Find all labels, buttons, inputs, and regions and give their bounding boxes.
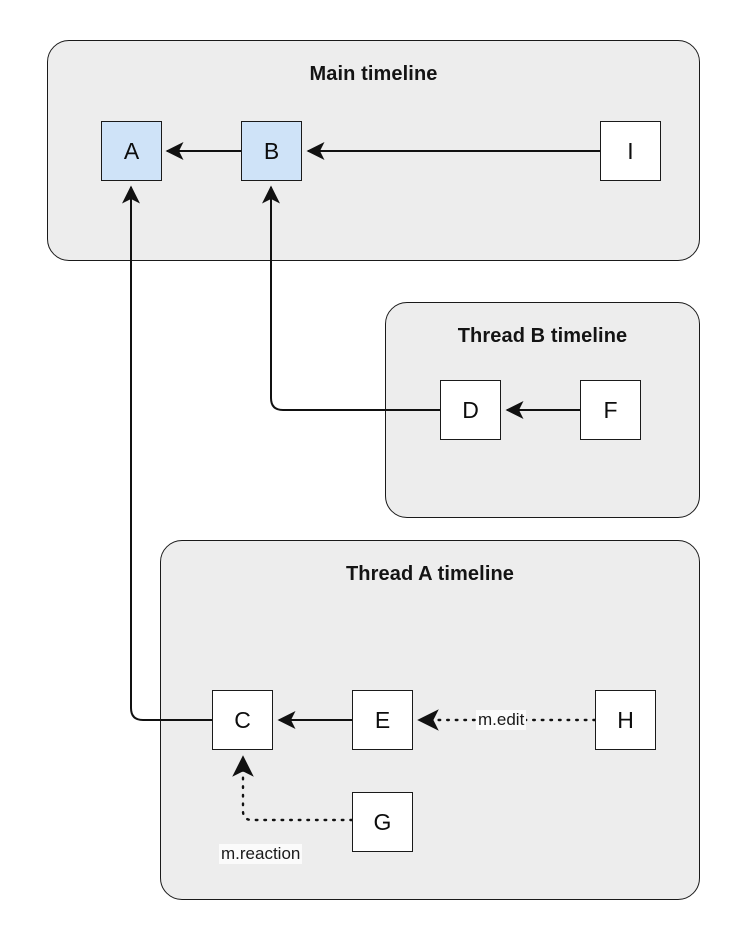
node-a[interactable]: A: [101, 121, 162, 181]
container-title-main-timeline: Main timeline: [309, 63, 438, 85]
node-g-label: G: [373, 808, 392, 835]
node-f-label: F: [603, 396, 618, 423]
node-g[interactable]: G: [352, 792, 413, 852]
container-title-thread-b-timeline: Thread B timeline: [457, 325, 628, 347]
node-d[interactable]: D: [440, 380, 501, 440]
edge-label-m-reaction: m.reaction: [219, 844, 303, 864]
node-i-label: I: [627, 137, 634, 164]
node-h[interactable]: H: [595, 690, 656, 750]
node-b[interactable]: B: [241, 121, 302, 181]
container-thread-b-timeline: Thread B timeline: [385, 302, 700, 518]
node-b-label: B: [263, 137, 280, 164]
node-a-label: A: [123, 137, 140, 164]
node-e-label: E: [374, 706, 391, 733]
node-h-label: H: [617, 706, 634, 733]
node-i[interactable]: I: [600, 121, 661, 181]
edge-label-m-edit: m.edit: [476, 710, 527, 730]
node-e[interactable]: E: [352, 690, 413, 750]
node-d-label: D: [462, 396, 479, 423]
node-c[interactable]: C: [212, 690, 273, 750]
node-f[interactable]: F: [580, 380, 641, 440]
node-c-label: C: [234, 706, 251, 733]
container-title-thread-a-timeline: Thread A timeline: [345, 563, 515, 585]
